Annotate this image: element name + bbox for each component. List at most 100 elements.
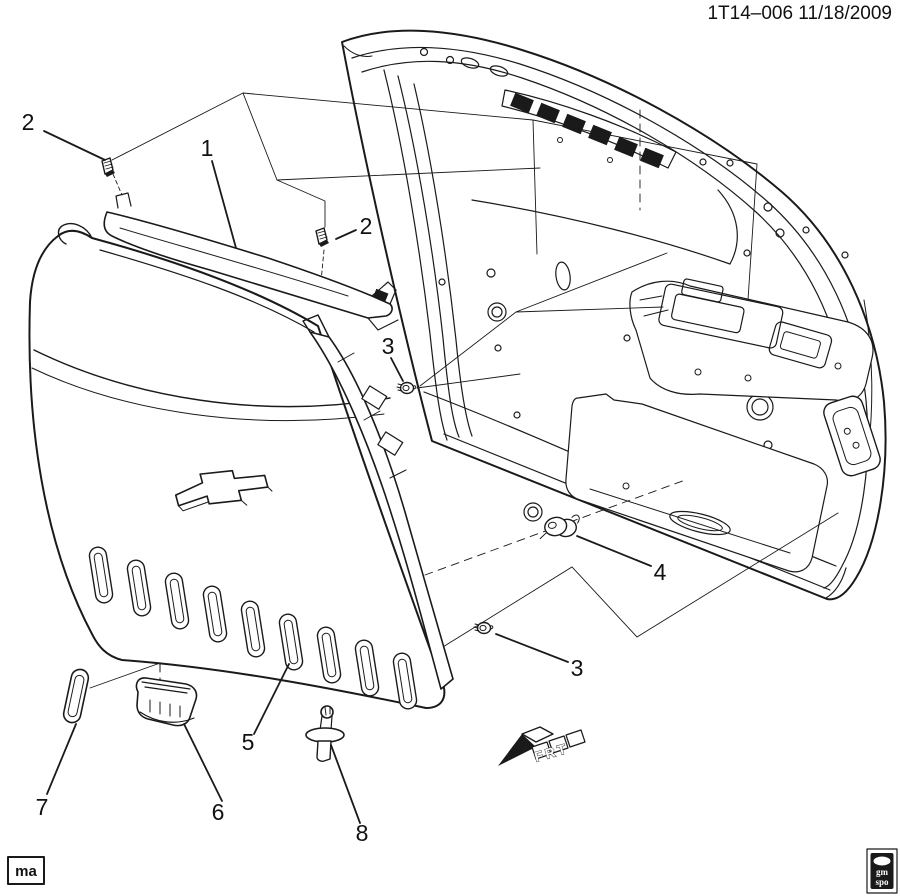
grommet-hole: [487, 302, 507, 322]
grommet-center: [547, 521, 557, 529]
leader-1: [211, 160, 237, 249]
spoiler-tip-fold: [343, 45, 373, 57]
vent-slot: [354, 639, 380, 697]
latch-top-tab: [681, 278, 724, 303]
vent-slot: [278, 613, 304, 671]
hole: [763, 202, 773, 212]
hole: [726, 159, 734, 167]
rivet-flange: [305, 727, 345, 743]
vent-slot: [316, 626, 342, 684]
doc-reference: 1T14–006 11/18/2009: [707, 3, 892, 24]
garnish-strip-ridge: [119, 227, 349, 297]
hole: [438, 278, 446, 286]
leader-5: [253, 663, 290, 735]
latch-ticks: [639, 295, 669, 317]
vent-slots: [88, 546, 418, 710]
author-mark: ma: [7, 856, 45, 885]
leader-4: [576, 535, 652, 567]
dashed-clip-axis: [112, 173, 123, 196]
frt-letter-block: [565, 729, 586, 748]
hole: [775, 228, 785, 238]
callout-8: 8: [356, 820, 369, 846]
side-pocket-outline: [823, 395, 881, 477]
hole: [802, 226, 810, 234]
trim-panel-crease: [33, 349, 391, 408]
clip-fastener: [315, 227, 330, 248]
author-mark-label: ma: [15, 863, 37, 880]
callout-2b: 2: [360, 213, 373, 239]
callout-2a: 2: [22, 109, 35, 135]
pocket-part: [135, 677, 198, 727]
pocket-opening: [141, 681, 191, 694]
side-pocket-inner: [832, 406, 872, 466]
grommet-hole-inner: [527, 506, 539, 518]
access-cover-outline: [565, 393, 829, 573]
garnish-strip: [103, 192, 399, 331]
mount-hole: [419, 47, 429, 57]
leader-2b: [335, 229, 357, 240]
latch-screw: [744, 374, 752, 382]
hole: [699, 158, 707, 166]
spoiler-slot: [460, 57, 480, 69]
pocket-outline: [135, 677, 198, 727]
hole: [513, 411, 521, 419]
access-cover-edge: [589, 488, 791, 554]
spoiler-slot: [489, 65, 509, 77]
grommet-fastener: [539, 514, 580, 540]
trim-panel-hook: [57, 222, 93, 245]
liftgate-inner-flange-line: [351, 46, 869, 589]
pocket-bottom-edge: [139, 711, 195, 723]
pillar-trim-ticks: [337, 352, 407, 479]
grommet-stub: [539, 532, 547, 540]
hole: [743, 249, 751, 257]
pillar-trim-hook: [302, 314, 330, 338]
gmspo-logo: gm spo: [866, 848, 898, 894]
slot-plug-part: [62, 668, 90, 724]
connector-block: [536, 102, 560, 124]
harness-hole: [607, 157, 613, 163]
hole: [494, 344, 502, 352]
latch-pointer-wedge: [419, 252, 668, 387]
grommet-hole: [523, 502, 543, 522]
frt-letter-block: [548, 735, 569, 754]
leader-3a: [390, 357, 404, 382]
bowtie-depth-lines: [178, 486, 273, 512]
frt-indicator: FRT: [498, 726, 586, 766]
rivet-shaft: [316, 740, 332, 762]
leader-3b: [495, 633, 569, 663]
connector-block: [510, 92, 534, 114]
hole: [623, 334, 631, 342]
liftgate-corner-detail: [825, 567, 847, 599]
connector-block: [614, 136, 638, 158]
trim-panel: [28, 222, 446, 710]
callout-7: 7: [36, 794, 49, 820]
hole: [486, 268, 496, 278]
vent-slot: [126, 559, 152, 617]
liftgate-structure: [341, 29, 887, 601]
callout-4: 4: [654, 559, 667, 585]
window-aperture-lines: [471, 189, 738, 265]
vent-slot: [164, 572, 190, 630]
latch-bracket: [768, 321, 833, 369]
leader-2a: [43, 130, 106, 161]
harness-hole: [557, 137, 563, 143]
grommet-nub: [571, 514, 580, 524]
gmspo-logo-ellipse: [873, 856, 891, 866]
callout-1: 1: [201, 135, 214, 161]
rivet-head-slots: [324, 706, 331, 716]
pillar-trim: [302, 314, 454, 690]
vent-slot: [392, 652, 418, 710]
side-pocket-hole: [843, 427, 851, 435]
trim-panel-crease-2: [31, 367, 385, 422]
leader-6: [183, 723, 223, 802]
clip-link-line: [276, 179, 326, 228]
connector-strip: [501, 89, 677, 169]
frt-arrow-top-face: [521, 726, 554, 743]
callout-6: 6: [212, 799, 225, 825]
rivet-part: [305, 705, 345, 762]
rivet-head: [320, 705, 334, 719]
connector-block: [588, 124, 612, 146]
grommet-hole-inner: [751, 398, 769, 416]
